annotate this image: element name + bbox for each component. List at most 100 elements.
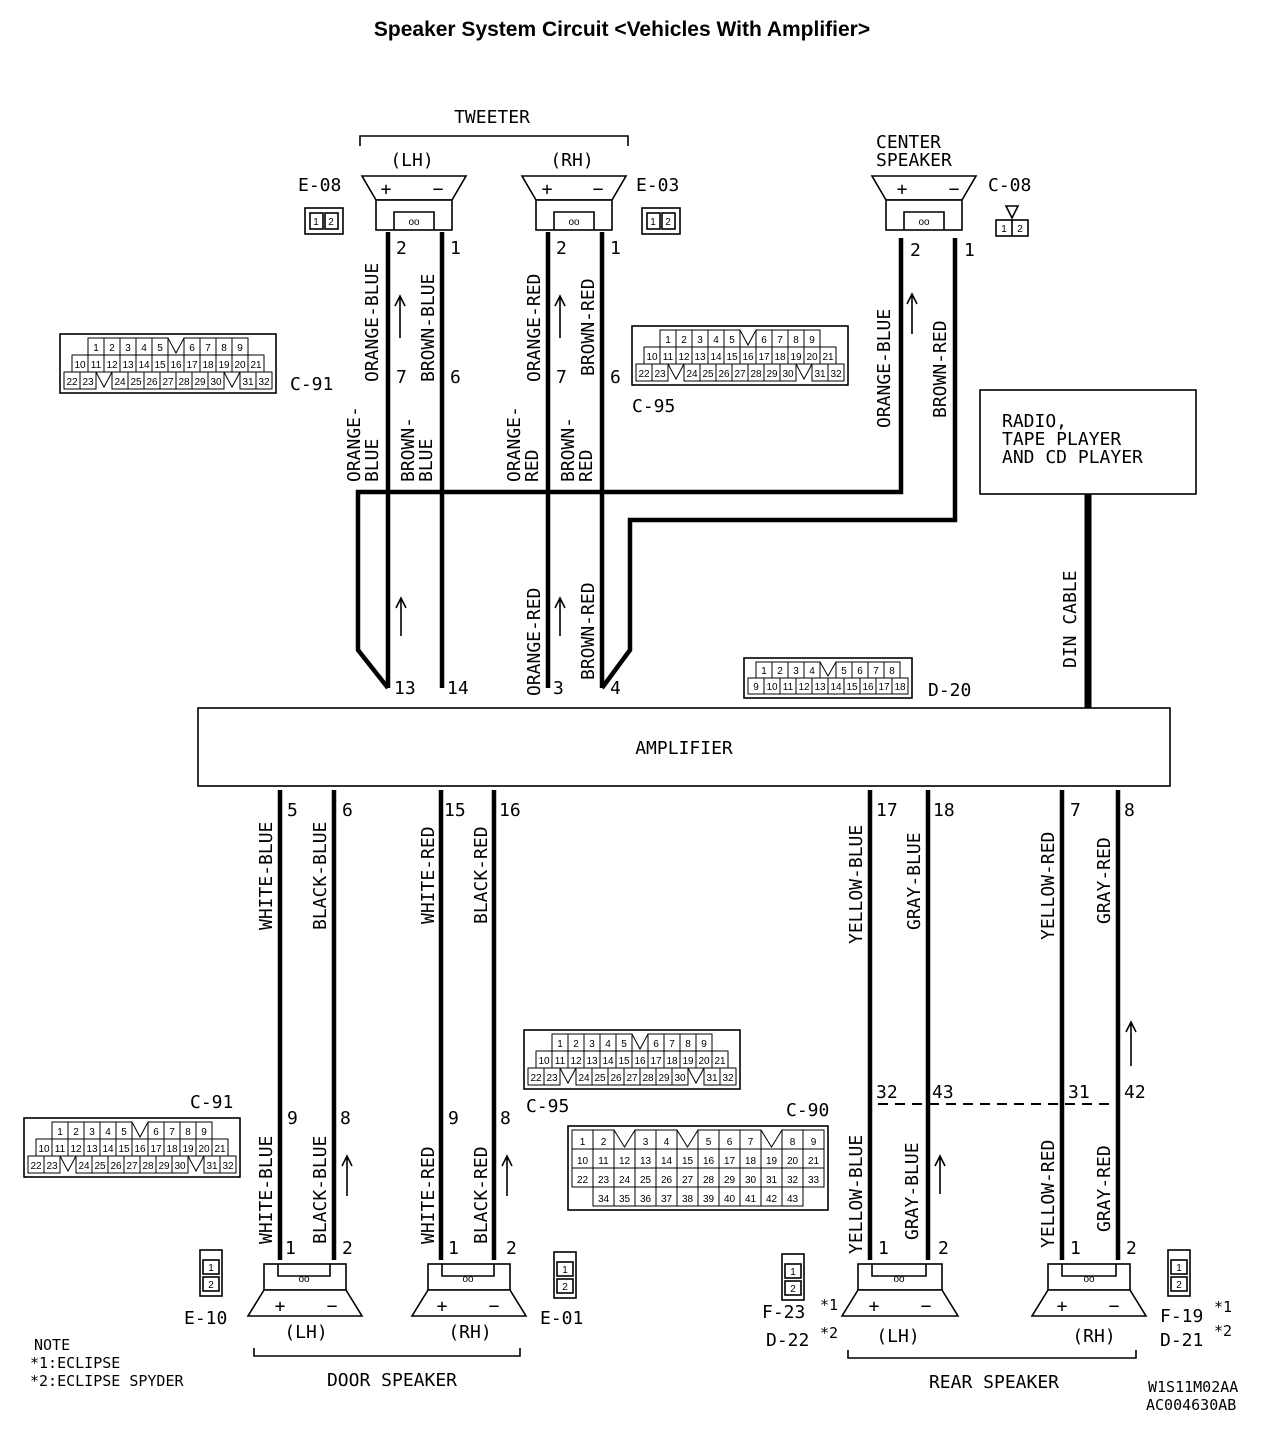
connector-pin-label: 12 <box>570 1056 582 1067</box>
connector-pin-label: 31 <box>706 1073 718 1084</box>
connector-pin-label: 22 <box>577 1175 589 1186</box>
connector-pin-label: 3 <box>589 1039 595 1050</box>
svg-text:2: 2 <box>342 1238 353 1259</box>
svg-text:ORANGE-: ORANGE- <box>504 406 525 482</box>
svg-text:*2: *2 <box>820 1324 838 1342</box>
svg-text:AND CD PLAYER: AND CD PLAYER <box>1002 447 1143 468</box>
svg-text:GRAY-RED: GRAY-RED <box>1094 837 1115 924</box>
connector-pin-label: 28 <box>142 1161 154 1172</box>
connector-pin-label: 4 <box>809 666 815 677</box>
svg-text:oo: oo <box>298 1274 310 1285</box>
connector-pin-label: 5 <box>841 666 847 677</box>
connector-pin-label: 7 <box>205 343 211 354</box>
connector-pin-label: 27 <box>162 377 174 388</box>
svg-text:BLACK-BLUE: BLACK-BLUE <box>310 1136 331 1244</box>
connector-f23: F-23 <box>762 1302 805 1323</box>
svg-text:1: 1 <box>562 1265 568 1276</box>
connector-pin-label: 24 <box>619 1175 631 1186</box>
connector-pin-label: 20 <box>787 1156 799 1167</box>
amplifier: AMPLIFIER <box>197 707 1171 787</box>
connector-pin-label: 4 <box>105 1127 111 1138</box>
svg-text:GRAY-RED: GRAY-RED <box>1094 1145 1115 1232</box>
connector-pin-label: 25 <box>640 1175 652 1186</box>
connector-pin-label: 20 <box>198 1144 210 1155</box>
connector-pin-label: 21 <box>214 1144 226 1155</box>
svg-text:GRAY-BLUE: GRAY-BLUE <box>902 1142 923 1240</box>
connector-pin-label: 1 <box>761 666 767 677</box>
connector-pin-label: 31 <box>206 1161 218 1172</box>
svg-text:7: 7 <box>556 367 567 388</box>
connector-pin-label: 13 <box>640 1156 652 1167</box>
svg-text:4: 4 <box>610 678 621 699</box>
connector-pin-label: 8 <box>221 343 227 354</box>
connector-pin-label: 8 <box>889 666 895 677</box>
connector-pin-label: 8 <box>793 335 799 346</box>
connector-pin-label: 21 <box>250 360 262 371</box>
svg-text:*1:ECLIPSE: *1:ECLIPSE <box>30 1354 120 1372</box>
connector-f19: F-19 <box>1160 1306 1203 1327</box>
connector-pin-label: 17 <box>758 352 770 363</box>
connector-pin-label: 29 <box>766 369 778 380</box>
svg-text:1: 1 <box>790 1267 796 1278</box>
svg-text:(RH): (RH) <box>448 1322 491 1343</box>
connector-pin-label: 3 <box>643 1137 649 1148</box>
connector-pin-label: 19 <box>182 1144 194 1155</box>
connector-pin-label: 14 <box>661 1156 673 1167</box>
connector-pin-label: 14 <box>602 1056 614 1067</box>
svg-text:−: − <box>327 1296 338 1317</box>
svg-text:BLUE: BLUE <box>416 439 437 482</box>
connector-pin-label: 11 <box>555 1056 566 1067</box>
connector-pin-label: 23 <box>546 1073 558 1084</box>
svg-text:2: 2 <box>208 1280 214 1291</box>
svg-text:1: 1 <box>313 217 319 228</box>
svg-text:NOTE: NOTE <box>34 1336 70 1354</box>
svg-text:BLACK-RED: BLACK-RED <box>471 826 492 924</box>
connector-pin-label: 5 <box>121 1127 127 1138</box>
connector-c90: C-90 <box>786 1100 829 1121</box>
amplifier-label: AMPLIFIER <box>635 738 733 759</box>
connector-pin-label: 13 <box>694 352 706 363</box>
svg-text:BROWN-RED: BROWN-RED <box>578 582 599 680</box>
connector-pin-label: 9 <box>809 335 815 346</box>
connector-e01-face: 12 <box>553 1251 577 1299</box>
door-speaker-label: DOOR SPEAKER <box>327 1370 457 1391</box>
svg-text:−: − <box>489 1296 500 1317</box>
svg-text:+: + <box>542 179 553 200</box>
connector-pin-label: 13 <box>586 1056 598 1067</box>
tweeter-brace: TWEETER <box>359 107 629 146</box>
wire-brown-red-center <box>600 238 958 690</box>
svg-text:2: 2 <box>556 238 567 259</box>
svg-text:1: 1 <box>208 1263 214 1274</box>
connector-pin-label: 24 <box>78 1161 90 1172</box>
connector-pin-label: 3 <box>697 335 703 346</box>
connector-pin-label: 18 <box>666 1056 678 1067</box>
connector-pin-label: 23 <box>82 377 94 388</box>
svg-text:TAPE PLAYER: TAPE PLAYER <box>1002 429 1121 450</box>
connector-pin-label: 22 <box>30 1161 42 1172</box>
connector-pin-label: 24 <box>114 377 126 388</box>
connector-pin-label: 1 <box>557 1039 563 1050</box>
svg-text:1: 1 <box>1176 1263 1182 1274</box>
svg-text:−: − <box>593 179 604 200</box>
connector-pin-label: 13 <box>814 682 826 693</box>
connector-pin-label: 11 <box>663 352 674 363</box>
connector-c91-lower: C-91 <box>190 1092 233 1113</box>
svg-text:1: 1 <box>878 1238 889 1259</box>
connector-pin-label: 27 <box>626 1073 638 1084</box>
connector-pin-label: 1 <box>57 1127 63 1138</box>
connector-pin-label: 1 <box>93 343 99 354</box>
connector-pin-label: 2 <box>601 1137 607 1148</box>
connector-pin-label: 4 <box>664 1137 670 1148</box>
svg-text:5: 5 <box>287 800 298 821</box>
connector-pin-label: 17 <box>150 1144 162 1155</box>
connector-pin-label: 10 <box>38 1144 50 1155</box>
connector-pin-label: 3 <box>793 666 799 677</box>
svg-text:RED: RED <box>522 449 543 482</box>
svg-text:−: − <box>433 179 444 200</box>
connector-pin-label: 28 <box>703 1175 715 1186</box>
connector-pin-label: 2 <box>109 343 115 354</box>
